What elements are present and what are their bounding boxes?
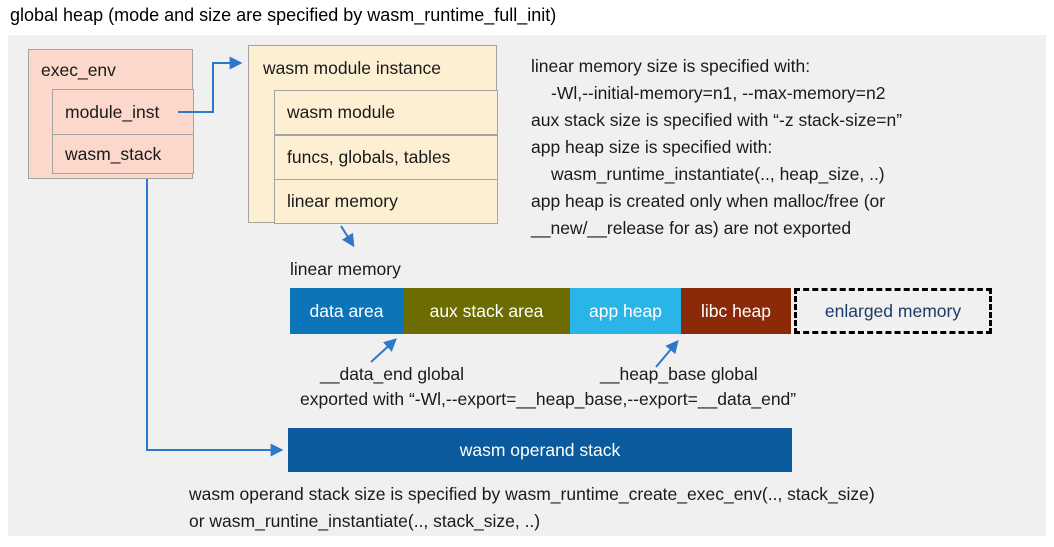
note-line: app heap size is specified with: [531, 137, 773, 157]
module-instance-row-wasm-module: wasm module [274, 90, 498, 135]
linear-memory-bar: data area aux stack area app heap libc h… [290, 288, 791, 334]
note-line: __new/__release for as) are not exported [531, 218, 852, 238]
segment-libc-heap: libc heap [681, 288, 791, 334]
segment-enlarged-memory: enlarged memory [794, 288, 992, 334]
module-instance-title: wasm module instance [263, 58, 441, 78]
segment-app-heap: app heap [570, 288, 681, 334]
heap-base-global-label: __heap_base global [600, 364, 758, 384]
note-line: aux stack size is specified with “-z sta… [531, 110, 903, 130]
segment-data-area: data area [290, 288, 403, 334]
data-end-global-label: __data_end global [320, 364, 465, 384]
note-line: or wasm_runtine_instantiate(.., stack_si… [189, 511, 541, 531]
module-instance-row-linear-memory: linear memory [274, 179, 498, 224]
note-line: -Wl,--initial-memory=n1, --max-memory=n2 [551, 83, 886, 103]
exported-flags-label: exported with “-Wl,--export=__heap_base,… [300, 389, 797, 409]
note-line: wasm operand stack size is specified by … [189, 484, 875, 504]
notes-right: linear memory size is specified with: -W… [531, 53, 902, 242]
note-line: linear memory size is specified with: [531, 56, 811, 76]
linear-memory-label: linear memory [290, 259, 401, 279]
module-instance-row-funcs-globals-tables: funcs, globals, tables [274, 135, 498, 180]
segment-aux-stack-area: aux stack area [403, 288, 570, 334]
exec-env-field-wasm-stack: wasm_stack [52, 134, 194, 174]
exec-env-field-module-inst: module_inst [52, 89, 194, 135]
wasm-operand-stack-box: wasm operand stack [288, 428, 792, 472]
diagram-title: global heap (mode and size are specified… [10, 5, 557, 25]
exec-env-title: exec_env [41, 59, 116, 80]
note-line: app heap is created only when malloc/fre… [531, 191, 886, 211]
exec-env-box: exec_env module_inst wasm_stack [28, 49, 194, 179]
notes-bottom: wasm operand stack size is specified by … [189, 481, 875, 535]
note-line: wasm_runtime_instantiate(.., heap_size, … [551, 164, 885, 184]
module-instance-box: wasm module instance wasm module funcs, … [248, 45, 498, 224]
